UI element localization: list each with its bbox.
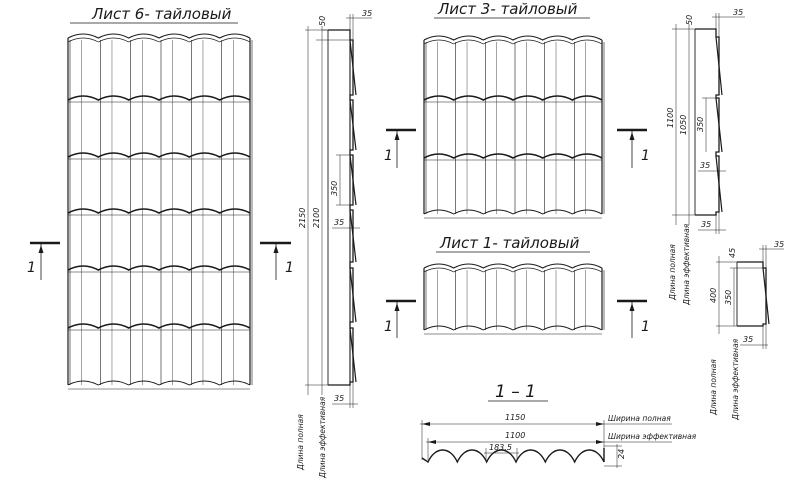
label-width-effective: Ширина эффективная bbox=[608, 432, 697, 441]
sheet-3-top-edge bbox=[423, 35, 603, 41]
sheet-3-side-profile: 1100 1050 350 50 35 35 35 Длина полная Д… bbox=[666, 8, 745, 306]
dim-3-top: 50 bbox=[685, 15, 694, 25]
sheet-6-step-line bbox=[67, 95, 251, 101]
label-length-full: Длина полная bbox=[296, 414, 305, 471]
dim-section-full-width: 1150 bbox=[505, 413, 525, 422]
sheet-6-step-line bbox=[67, 152, 251, 158]
sheet-6-step-line bbox=[67, 208, 251, 214]
dim-1-step: 350 bbox=[724, 290, 733, 305]
dim-3-effective-length: 1050 bbox=[679, 115, 688, 135]
section-marker-label: 1 bbox=[285, 260, 294, 276]
sheet-3-tile-front-view bbox=[423, 35, 605, 219]
dim-3-rise-bottom: 35 bbox=[701, 220, 711, 229]
section-marker-left-sheet1: 1 bbox=[384, 299, 416, 338]
sheet-6-side-profile: 2150 2100 350 50 35 35 35 Длина полная Д… bbox=[296, 9, 372, 479]
dim-section-height: 24 bbox=[617, 449, 626, 459]
label-length-effective: Длина эффективная bbox=[682, 223, 691, 306]
label-length-effective: Длина эффективная bbox=[731, 338, 740, 421]
title-sheet-3-tile: Лист 3- тайловый bbox=[437, 0, 578, 18]
section-marker-label: 1 bbox=[384, 319, 393, 335]
section-marker-right-sheet1: 1 bbox=[617, 299, 650, 338]
sheet-6-step-line bbox=[67, 380, 251, 386]
dim-6-rise-bottom: 35 bbox=[334, 394, 344, 403]
sheet-1-step-line bbox=[423, 325, 603, 331]
dim-section-effective-width: 1100 bbox=[505, 431, 525, 440]
title-section-1-1: 1 – 1 bbox=[495, 382, 536, 402]
section-marker-label: 1 bbox=[641, 319, 650, 335]
dim-6-rise-top: 35 bbox=[362, 9, 372, 18]
section-marker-left-sheet6: 1 bbox=[27, 241, 60, 280]
dim-3-total-length: 1100 bbox=[666, 108, 675, 128]
sheet-1-tile-front-view bbox=[423, 263, 605, 335]
dim-1-rise-bottom: 35 bbox=[743, 335, 753, 344]
sheet-3-step-line bbox=[423, 153, 603, 159]
section-marker-label: 1 bbox=[27, 260, 36, 276]
label-length-full: Длина полная bbox=[668, 244, 677, 301]
sheet-6-step-line bbox=[67, 265, 251, 271]
sheet-1-top-edge bbox=[423, 263, 603, 269]
label-length-effective: Длина эффективная bbox=[318, 396, 327, 479]
section-marker-right-sheet3: 1 bbox=[617, 128, 650, 168]
section-1-1-profile: 1150 Ширина полная 1100 Ширина эффективн… bbox=[420, 413, 697, 468]
sheet-3-step-line bbox=[423, 209, 603, 215]
sheet-1-side-profile: 400 350 45 35 35 Длина полная Длина эффе… bbox=[709, 240, 784, 421]
sheet-3-step-line bbox=[423, 95, 603, 101]
dim-section-wave-pitch: 183,5 bbox=[489, 443, 512, 452]
sheet-6-step-line bbox=[67, 323, 251, 329]
dim-6-effective-length: 2100 bbox=[312, 208, 321, 228]
label-length-full: Длина полная bbox=[709, 359, 718, 416]
dim-6-total-length: 2150 bbox=[298, 208, 307, 228]
dim-3-step: 350 bbox=[696, 117, 705, 132]
dim-1-rise-top: 35 bbox=[774, 240, 784, 249]
section-marker-right-sheet6: 1 bbox=[260, 241, 294, 280]
dim-1-top: 45 bbox=[728, 248, 737, 258]
sheet-6-tile-front-view bbox=[67, 33, 253, 390]
dim-3-rise: 35 bbox=[700, 161, 710, 170]
title-sheet-1-tile: Лист 1- тайловый bbox=[439, 234, 580, 252]
section-marker-label: 1 bbox=[384, 148, 393, 164]
dim-6-top: 50 bbox=[318, 16, 327, 26]
section-marker-left-sheet3: 1 bbox=[384, 128, 416, 168]
dim-6-step: 350 bbox=[330, 181, 339, 196]
title-sheet-6-tile: Лист 6- тайловый bbox=[91, 5, 232, 23]
section-marker-label: 1 bbox=[641, 148, 650, 164]
sheet-6-top-edge bbox=[67, 33, 251, 39]
dim-6-rise: 35 bbox=[334, 218, 344, 227]
dim-3-rise-top: 35 bbox=[733, 8, 743, 17]
dim-1-total-length: 400 bbox=[709, 288, 718, 303]
label-width-full: Ширина полная bbox=[608, 414, 671, 423]
